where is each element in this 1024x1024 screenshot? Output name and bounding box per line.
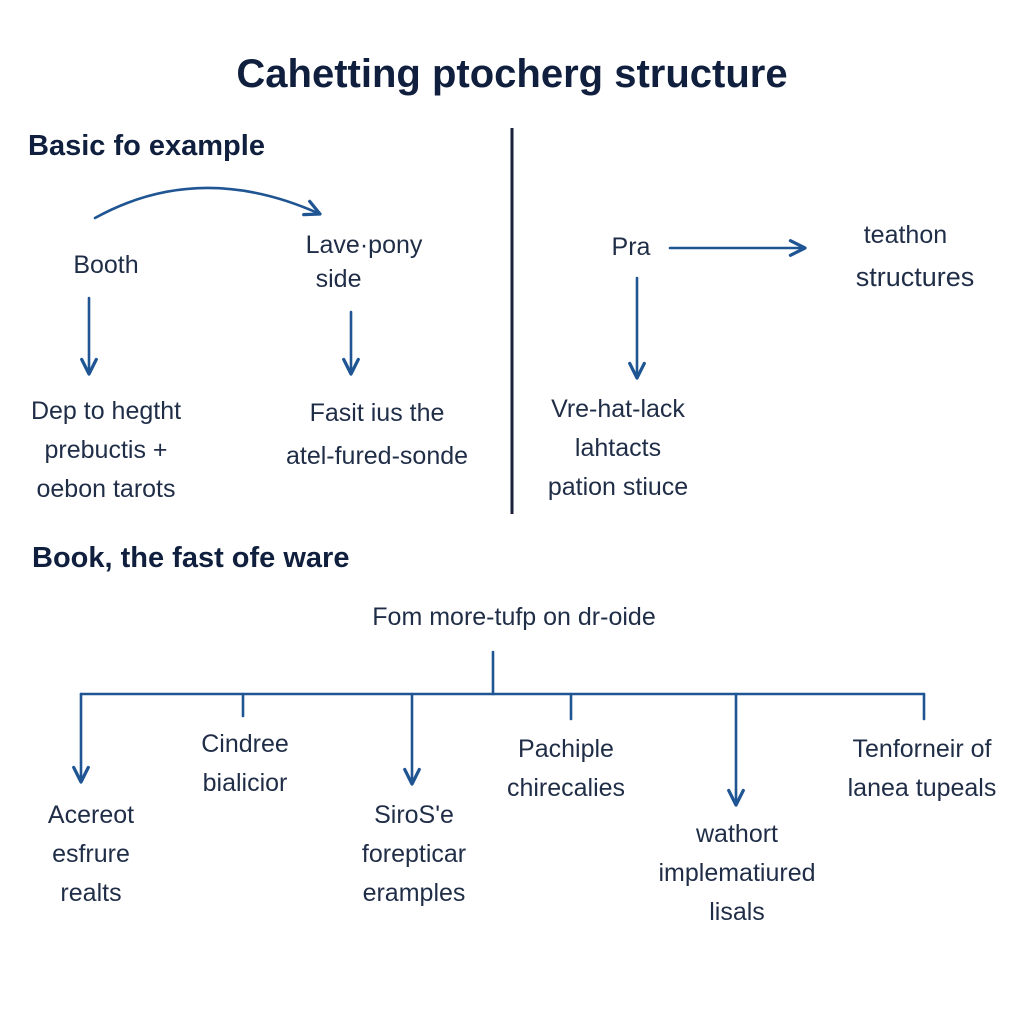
- child-3-line-2: forepticar: [361, 840, 467, 868]
- node-pra-text: Pra: [611, 233, 651, 261]
- child-6-line-2: lanea tupeals: [847, 774, 997, 802]
- child-6-line-1: Tenforneir of: [852, 735, 992, 763]
- result-a-line-2: prebuctis +: [44, 436, 168, 464]
- tree-child-2: Cindree bialicior: [201, 725, 289, 803]
- tree-child-1: Acereot esfrure realts: [48, 796, 134, 913]
- page-title: Cahetting ptocherg structure: [236, 52, 788, 96]
- child-1-line-1: Acereot: [47, 801, 135, 829]
- child-2-line-2: bialicior: [202, 769, 288, 797]
- child-4-line-2: chirecalies: [506, 774, 626, 802]
- result-vre-hat-lack: Vre-hat-lack lahtacts pation stiuce: [548, 390, 688, 507]
- node-teathon-structures: teathon structures: [856, 214, 975, 298]
- target-line-2: structures: [855, 262, 975, 292]
- node-booth: Booth: [73, 246, 138, 285]
- tree-child-6: Tenforneir of lanea tupeals: [848, 730, 997, 808]
- right-result-line-1: Vre-hat-lack: [551, 395, 685, 423]
- child-5-line-1: wathort: [696, 820, 778, 848]
- tree-child-3: SiroS'e forepticar eramples: [362, 796, 466, 913]
- result-b-line-2: atel-fured-sonde: [285, 442, 469, 470]
- right-result-line-2: lahtacts: [574, 434, 662, 462]
- child-3-line-3: eramples: [362, 879, 466, 907]
- result-a-line-3: oebon tarots: [36, 475, 176, 503]
- section-heading-book: Book, the fast ofe ware: [32, 542, 350, 574]
- tree-child-4: Pachiple chirecalies: [507, 730, 625, 808]
- child-3-line-1: SiroS'e: [374, 801, 454, 829]
- result-b-line-1: Fasit ius the: [309, 399, 445, 427]
- section-heading-basic: Basic fo example: [28, 130, 265, 162]
- node-lave-pony: Lave·pony side: [306, 228, 423, 296]
- child-4-line-1: Pachiple: [518, 735, 614, 763]
- curved-arrow: [93, 186, 322, 220]
- result-fasit-ius: Fasit ius the atel-fured-sonde: [286, 392, 468, 478]
- tree-root: Fom more-tufp on dr-oide: [372, 598, 655, 637]
- child-1-line-3: realts: [60, 879, 122, 907]
- result-a-line-1: Dep to hegtht: [30, 397, 182, 425]
- child-2-line-1: Cindree: [201, 730, 289, 758]
- tree-root-text: Fom more-tufp on dr-oide: [372, 603, 656, 631]
- node-pra: Pra: [612, 228, 651, 267]
- child-1-line-2: esfrure: [52, 840, 130, 868]
- child-5-line-2: implematiured: [658, 859, 816, 887]
- child-5-line-3: lisals: [709, 898, 765, 926]
- node-lave-pony-line-2: side: [315, 265, 362, 293]
- node-lave-pony-line-1: Lave·pony: [305, 231, 423, 259]
- node-booth-text: Booth: [73, 251, 139, 279]
- target-line-1: teathon: [863, 221, 948, 249]
- right-result-line-3: pation stiuce: [547, 473, 689, 501]
- tree-child-5: wathort implematiured lisals: [658, 815, 815, 932]
- result-dep-to-hegtht: Dep to hegtht prebuctis + oebon tarots: [31, 392, 181, 509]
